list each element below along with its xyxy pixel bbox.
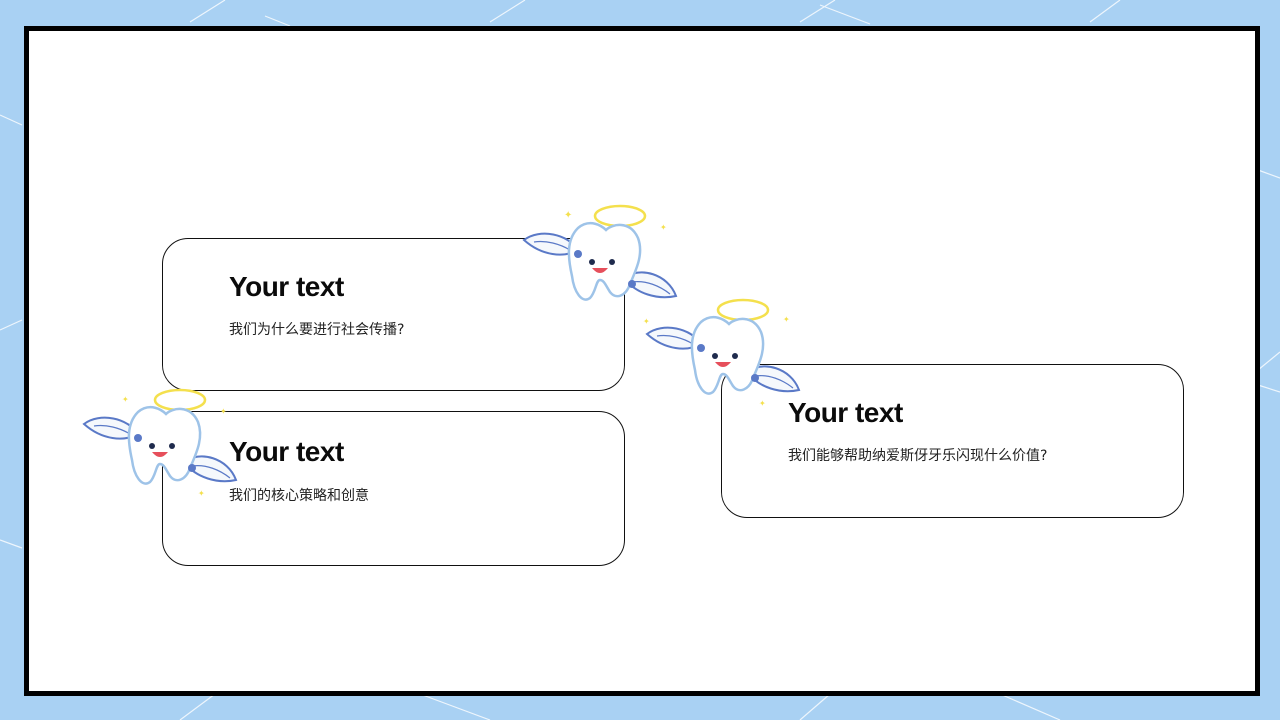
angel-tooth-icon: ✦ ✦ — [522, 204, 678, 301]
text-card-3: Your text 我们能够帮助纳爱斯伢牙乐闪现什么价值? — [721, 364, 1184, 518]
text-card-2: Your text 我们的核心策略和创意 — [162, 411, 625, 566]
angel-tooth-icon: ✦ ✦ ✦ — [82, 388, 238, 498]
svg-text:✦: ✦ — [783, 315, 790, 324]
svg-text:✦: ✦ — [643, 317, 650, 326]
svg-text:✦: ✦ — [220, 407, 227, 416]
card-body: 我们为什么要进行社会传播? — [229, 322, 405, 338]
card-title: Your text — [229, 436, 344, 467]
svg-text:✦: ✦ — [660, 223, 667, 232]
card-body: 我们能够帮助纳爱斯伢牙乐闪现什么价值? — [788, 448, 1048, 464]
card-title: Your text — [788, 397, 903, 428]
svg-text:✦: ✦ — [198, 489, 205, 498]
card-body: 我们的核心策略和创意 — [229, 488, 369, 504]
angel-tooth-icon: ✦ ✦ ✦ — [643, 298, 801, 408]
svg-text:✦: ✦ — [759, 399, 766, 408]
card-title: Your text — [229, 271, 344, 302]
svg-text:✦: ✦ — [564, 210, 572, 221]
svg-text:✦: ✦ — [122, 395, 129, 404]
text-card-1: Your text 我们为什么要进行社会传播? — [162, 238, 625, 391]
